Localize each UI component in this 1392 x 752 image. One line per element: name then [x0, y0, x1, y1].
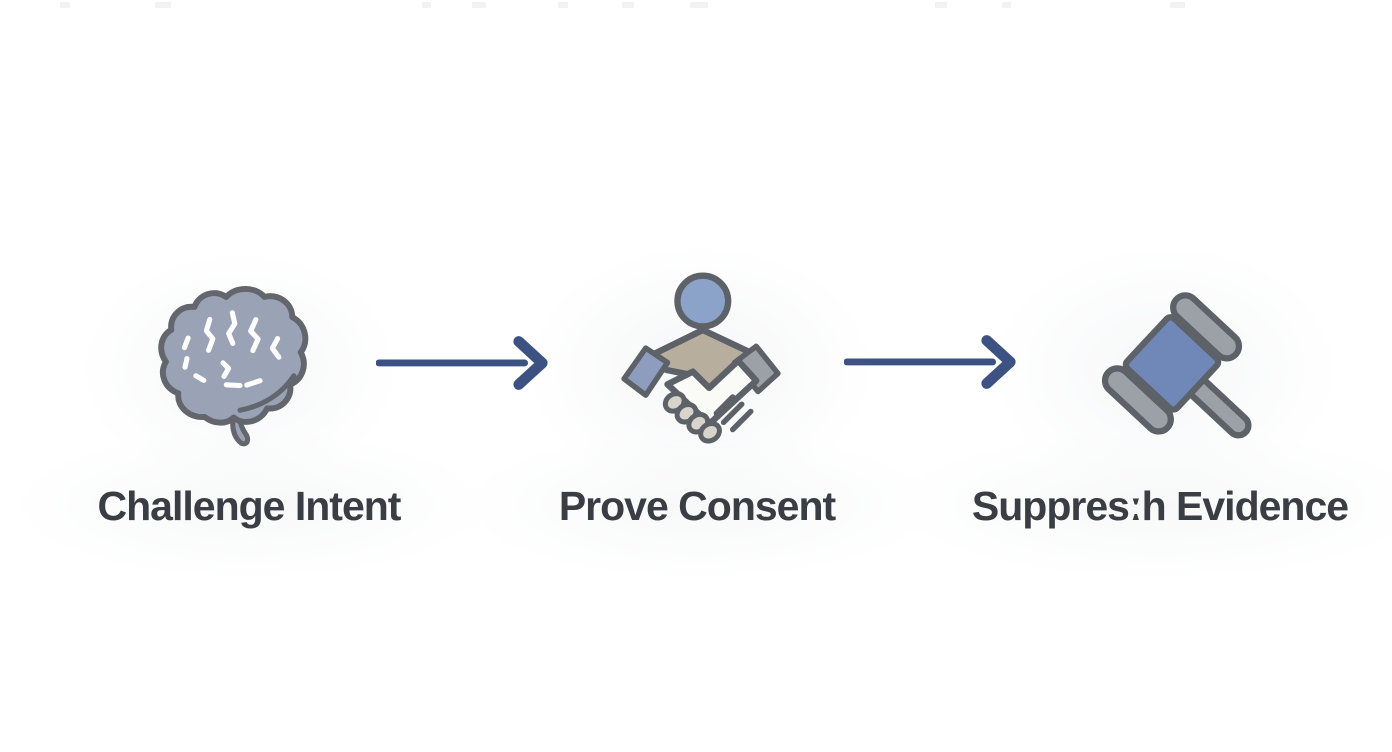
step-label-challenge-intent: Challenge Intent: [97, 483, 402, 529]
top-edge-artifact: [690, 2, 708, 8]
arrow-right-icon: [844, 335, 1016, 389]
gavel-icon: [1101, 292, 1252, 439]
top-edge-artifact: [1170, 2, 1185, 8]
top-edge-artifact: [422, 2, 431, 8]
brain-icon: [158, 285, 309, 447]
top-edge-artifact: [935, 2, 947, 8]
top-edge-artifact: [60, 2, 70, 8]
top-edge-artifact: [1002, 2, 1011, 8]
top-edge-artifact: [622, 2, 634, 8]
step-label-suppress-evidence: Suppresːh Evidence: [971, 483, 1349, 529]
step-label-prove-consent: Prove Consent: [558, 483, 836, 529]
top-edge-artifact: [558, 2, 568, 8]
top-edge-artifact: [472, 2, 486, 8]
arrow-right-icon: [376, 336, 548, 390]
handshake-icon: [621, 272, 781, 444]
top-edge-artifact: [155, 2, 171, 8]
